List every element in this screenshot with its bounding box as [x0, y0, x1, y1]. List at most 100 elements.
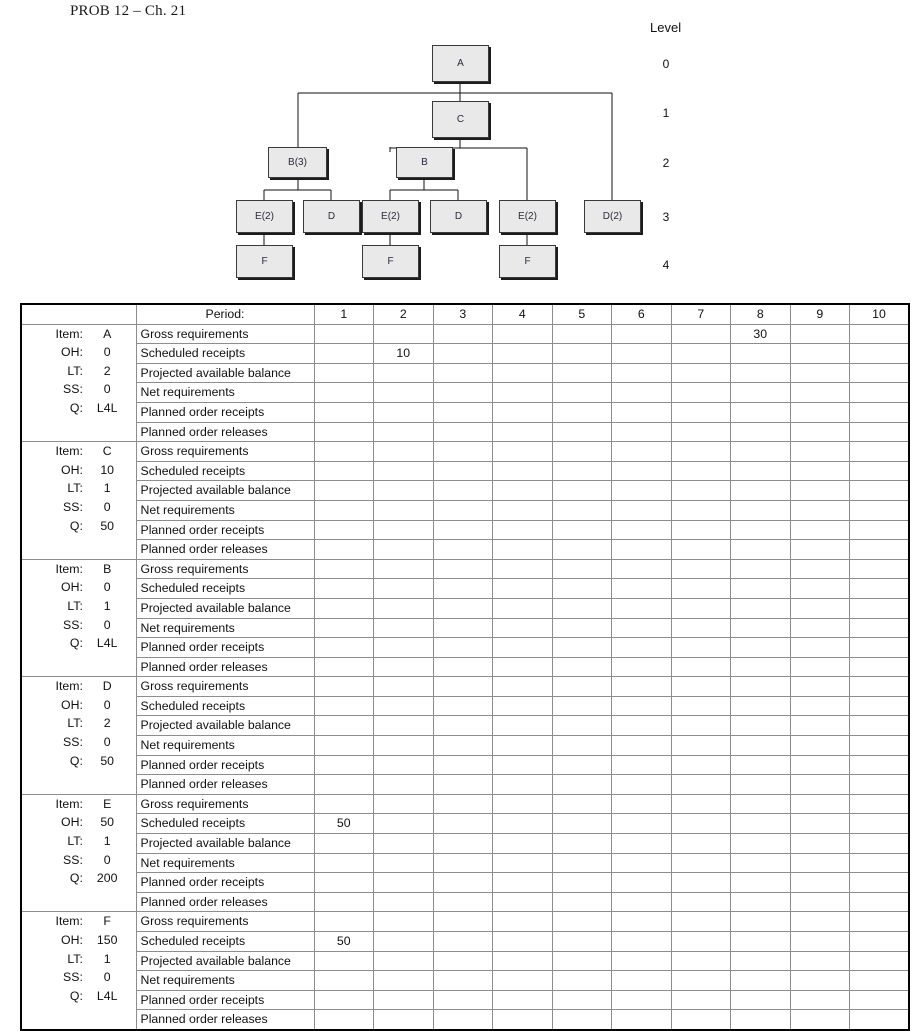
mrp-data-cell[interactable]: [789, 656, 850, 678]
mrp-data-cell[interactable]: [492, 833, 553, 854]
mrp-data-cell[interactable]: [432, 539, 493, 560]
mrp-data-cell[interactable]: [492, 950, 553, 972]
mrp-data-cell[interactable]: [670, 519, 731, 541]
mrp-data-cell[interactable]: [373, 695, 434, 717]
mrp-data-cell[interactable]: [730, 401, 791, 423]
mrp-data-cell[interactable]: [611, 441, 672, 462]
mrp-data-cell[interactable]: [492, 401, 553, 423]
mrp-data-cell[interactable]: [849, 1009, 910, 1031]
mrp-data-cell[interactable]: [611, 578, 672, 599]
mrp-data-cell[interactable]: [789, 499, 850, 521]
mrp-data-cell[interactable]: [373, 362, 434, 384]
mrp-data-cell[interactable]: [789, 911, 850, 932]
mrp-data-cell[interactable]: [492, 343, 553, 364]
mrp-data-cell[interactable]: [611, 852, 672, 874]
mrp-data-cell[interactable]: [730, 617, 791, 639]
mrp-data-cell[interactable]: [849, 852, 910, 874]
mrp-data-cell[interactable]: [373, 637, 434, 658]
mrp-data-cell[interactable]: [849, 754, 910, 776]
mrp-data-cell[interactable]: [730, 852, 791, 874]
mrp-data-cell[interactable]: [432, 970, 493, 991]
mrp-data-cell[interactable]: [373, 833, 434, 854]
mrp-data-cell[interactable]: [551, 989, 612, 1011]
mrp-data-cell[interactable]: [670, 401, 731, 423]
mrp-data-cell[interactable]: [313, 676, 374, 697]
mrp-data-cell[interactable]: [849, 872, 910, 893]
mrp-data-cell[interactable]: [611, 421, 672, 443]
mrp-data-cell[interactable]: [432, 1009, 493, 1031]
mrp-data-cell[interactable]: [730, 460, 791, 482]
mrp-data-cell[interactable]: [730, 499, 791, 521]
mrp-data-cell[interactable]: [730, 441, 791, 462]
mrp-data-cell[interactable]: [551, 578, 612, 599]
mrp-data-cell[interactable]: [730, 382, 791, 403]
mrp-data-cell[interactable]: [492, 989, 553, 1011]
mrp-data-cell[interactable]: [670, 382, 731, 403]
mrp-data-cell[interactable]: [670, 539, 731, 560]
mrp-data-cell[interactable]: [373, 813, 434, 835]
mrp-data-cell[interactable]: [432, 911, 493, 932]
mrp-data-cell[interactable]: 50: [313, 813, 374, 835]
mrp-data-cell[interactable]: [313, 989, 374, 1011]
mrp-data-cell[interactable]: [432, 499, 493, 521]
mrp-data-cell[interactable]: [492, 421, 553, 443]
mrp-data-cell[interactable]: [373, 519, 434, 541]
mrp-data-cell[interactable]: [670, 597, 731, 619]
mrp-data-cell[interactable]: [551, 362, 612, 384]
mrp-data-cell[interactable]: [789, 852, 850, 874]
mrp-data-cell[interactable]: [313, 715, 374, 737]
mrp-data-cell[interactable]: [849, 421, 910, 443]
mrp-data-cell[interactable]: [730, 637, 791, 658]
mrp-data-cell[interactable]: [849, 813, 910, 835]
mrp-data-cell[interactable]: [373, 1009, 434, 1031]
mrp-data-cell[interactable]: [789, 441, 850, 462]
mrp-data-cell[interactable]: [492, 852, 553, 874]
mrp-data-cell[interactable]: [849, 970, 910, 991]
mrp-data-cell[interactable]: [492, 891, 553, 913]
mrp-data-cell[interactable]: [611, 499, 672, 521]
mrp-data-cell[interactable]: [373, 617, 434, 639]
mrp-data-cell[interactable]: [730, 911, 791, 932]
mrp-data-cell[interactable]: [313, 421, 374, 443]
mrp-data-cell[interactable]: [730, 480, 791, 501]
mrp-data-cell[interactable]: [313, 754, 374, 776]
mrp-data-cell[interactable]: [611, 597, 672, 619]
mrp-data-cell[interactable]: [730, 833, 791, 854]
mrp-data-cell[interactable]: [611, 617, 672, 639]
mrp-data-cell[interactable]: [789, 695, 850, 717]
mrp-data-cell[interactable]: [551, 891, 612, 913]
mrp-data-cell[interactable]: [730, 891, 791, 913]
mrp-data-cell[interactable]: [492, 597, 553, 619]
mrp-data-cell[interactable]: [313, 735, 374, 756]
mrp-data-cell[interactable]: 30: [730, 323, 791, 345]
mrp-data-cell[interactable]: [670, 931, 731, 952]
mrp-data-cell[interactable]: [492, 793, 553, 815]
mrp-data-cell[interactable]: [789, 989, 850, 1011]
mrp-data-cell[interactable]: [670, 637, 731, 658]
mrp-data-cell[interactable]: [313, 519, 374, 541]
mrp-data-cell[interactable]: [670, 460, 731, 482]
mrp-data-cell[interactable]: [611, 774, 672, 795]
mrp-data-cell[interactable]: [373, 539, 434, 560]
mrp-data-cell[interactable]: [789, 754, 850, 776]
mrp-data-cell[interactable]: [670, 441, 731, 462]
mrp-data-cell[interactable]: [849, 617, 910, 639]
mrp-data-cell[interactable]: [492, 362, 553, 384]
mrp-data-cell[interactable]: [551, 833, 612, 854]
mrp-data-cell[interactable]: [551, 480, 612, 501]
mrp-data-cell[interactable]: [492, 480, 553, 501]
mrp-data-cell[interactable]: [492, 695, 553, 717]
mrp-data-cell[interactable]: [313, 695, 374, 717]
mrp-data-cell[interactable]: [492, 578, 553, 599]
mrp-data-cell[interactable]: [373, 460, 434, 482]
mrp-data-cell[interactable]: [670, 911, 731, 932]
mrp-data-cell[interactable]: [611, 382, 672, 403]
mrp-data-cell[interactable]: [670, 617, 731, 639]
mrp-data-cell[interactable]: [670, 872, 731, 893]
mrp-data-cell[interactable]: [432, 421, 493, 443]
mrp-data-cell[interactable]: [492, 715, 553, 737]
mrp-data-cell[interactable]: [313, 460, 374, 482]
mrp-data-cell[interactable]: [313, 441, 374, 462]
mrp-data-cell[interactable]: [789, 872, 850, 893]
mrp-data-cell[interactable]: [849, 931, 910, 952]
